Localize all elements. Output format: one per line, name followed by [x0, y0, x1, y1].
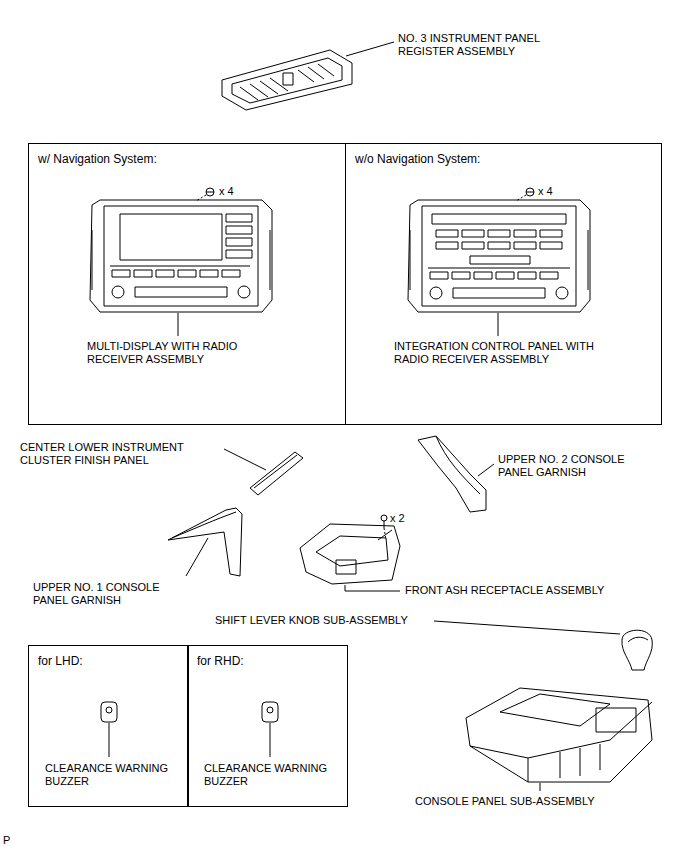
part-name: CENTER LOWER INSTRUMENT CLUSTER FINISH P…: [20, 441, 220, 467]
part-name: UPPER NO. 1 CONSOLE PANEL GARNISH: [33, 581, 193, 607]
callout-text: P: [3, 834, 10, 847]
ash-receptacle-drawing: [300, 515, 400, 591]
option-panel: w/ Navigation System: x 4 MULTI-DISPLAY WI…: [28, 143, 346, 425]
garnish-drawing: [168, 508, 242, 576]
garnish-drawing: [418, 436, 494, 512]
buzzer-drawing: [101, 702, 278, 757]
part-name: MULTI-DISPLAY WITH RADIO RECEIVER ASSEMB…: [87, 340, 292, 366]
condition-heading: w/ Navigation System:: [38, 152, 157, 166]
part-name: CLEARANCE WARNING BUZZER: [45, 762, 183, 788]
finish-panel-drawing: [224, 449, 303, 495]
part-name: x 4: [538, 185, 553, 198]
condition-heading: w/o Navigation System:: [355, 152, 480, 166]
part-name: UPPER NO. 2 CONSOLE PANEL GARNISH: [498, 453, 658, 479]
radio-drawing: [408, 188, 590, 336]
callout-text: x 2: [390, 512, 405, 525]
part-name: INTEGRATION CONTROL PANEL WITH RADIO REC…: [394, 340, 609, 366]
condition-heading: for RHD:: [197, 654, 244, 668]
part-name: NO. 3 INSTRUMENT PANEL REGISTER ASSEMBLY: [398, 32, 578, 58]
console-panel-drawing: [466, 688, 652, 791]
register-drawing: [222, 42, 394, 110]
option-panel: for LHD: CLEARANCE WARNING BUZZER: [28, 645, 189, 807]
part-name: CLEARANCE WARNING BUZZER: [204, 762, 342, 788]
option-panel: w/o Navigation System: x 4 INTEGRATION CON…: [345, 143, 662, 425]
shift-knob-drawing: [434, 621, 652, 670]
callout-text: CONSOLE PANEL SUB-ASSEMBLY: [415, 795, 595, 808]
condition-heading: for LHD:: [38, 654, 83, 668]
radio-drawing: [90, 188, 272, 336]
part-name: x 4: [219, 185, 234, 198]
callout-text: SHIFT LEVER KNOB SUB-ASSEMBLY: [215, 614, 408, 627]
option-panel: for RHD: CLEARANCE WARNING BUZZER: [187, 645, 348, 807]
callout-text: FRONT ASH RECEPTACLE ASSEMBLY: [405, 584, 604, 597]
